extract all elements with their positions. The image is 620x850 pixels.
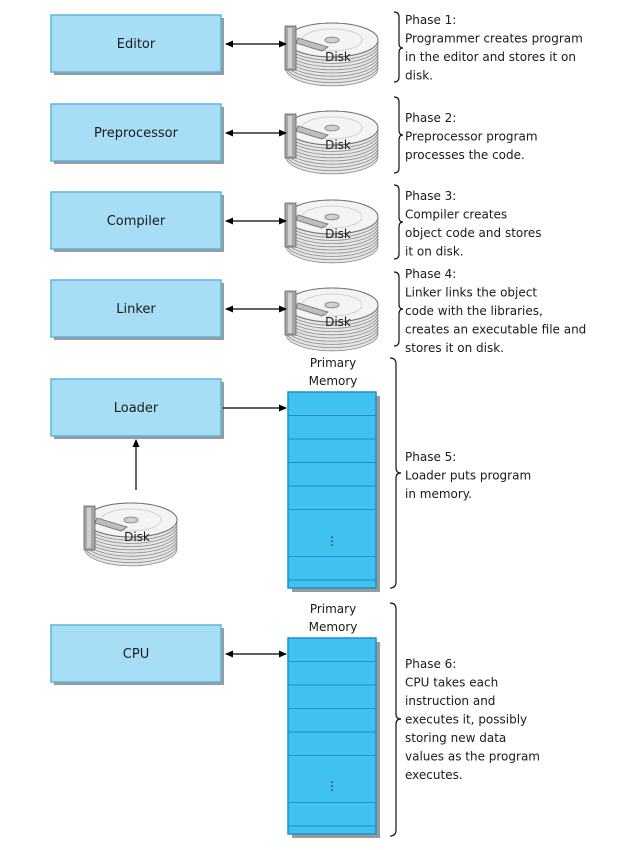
phase-line: disk.: [405, 69, 433, 83]
phase-line: Phase 5:: [405, 450, 456, 464]
editor-label: Editor: [117, 37, 156, 52]
disk-label: Disk: [124, 530, 150, 544]
phase-5-brace: [389, 357, 402, 589]
memory-label-line2: Memory: [309, 374, 358, 388]
primary-memory: Primary Memory ⋮: [287, 356, 380, 592]
disk-label: Disk: [325, 315, 351, 329]
phase-3-brace: [393, 184, 404, 260]
compiler-box: Compiler: [50, 191, 224, 252]
disk-icon: Disk: [284, 199, 379, 264]
phase-line: Preprocessor program: [405, 130, 538, 144]
loader-label: Loader: [114, 401, 159, 416]
phase-line: instruction and: [405, 694, 495, 708]
compiler-label: Compiler: [107, 214, 166, 229]
phase-line: values as the program: [405, 750, 540, 764]
phase-line: executes.: [405, 768, 463, 782]
phase-1-description: Phase 1: Programmer creates program in the…: [405, 13, 583, 83]
preprocessor-label: Preprocessor: [94, 126, 179, 141]
loader-box: Loader: [50, 378, 224, 439]
phase-line: creates an executable file and: [405, 323, 586, 337]
phase-1-brace: [393, 11, 404, 83]
phase-line: Phase 2:: [405, 111, 456, 125]
cpu-label: CPU: [123, 647, 149, 662]
phase-line: Phase 3:: [405, 189, 456, 203]
phase-line: Linker links the object: [405, 286, 537, 300]
linker-box: Linker: [50, 279, 224, 340]
disk-icon: Disk: [284, 110, 379, 175]
memory-ellipsis: ⋮: [326, 534, 338, 548]
phase-line: CPU takes each: [405, 676, 498, 690]
phase-6-brace: [389, 602, 402, 837]
phase-line: in memory.: [405, 487, 472, 501]
phase-line: storing new data: [405, 731, 506, 745]
disk-label: Disk: [325, 50, 351, 64]
memory-label-line1: Primary: [310, 356, 356, 370]
phase-line: executes it, possibly: [405, 713, 527, 727]
editor-box: Editor: [50, 14, 224, 75]
phase-line: Loader puts program: [405, 469, 531, 483]
phase-line: object code and stores: [405, 226, 542, 240]
cpu-box: CPU: [50, 624, 224, 685]
disk-label: Disk: [325, 138, 351, 152]
phase-2-brace: [393, 96, 404, 174]
memory-ellipsis: ⋮: [326, 779, 338, 793]
phase-line: in the editor and stores it on: [405, 50, 576, 64]
disk-label: Disk: [325, 227, 351, 241]
memory-label-line2: Memory: [309, 620, 358, 634]
preprocessor-box: Preprocessor: [50, 103, 224, 164]
phase-line: Programmer creates program: [405, 32, 583, 46]
memory-label-line1: Primary: [310, 602, 356, 616]
primary-memory: Primary Memory ⋮: [287, 602, 380, 838]
phase-line: it on disk.: [405, 245, 464, 259]
phase-line: Compiler creates: [405, 208, 507, 222]
phase-line: processes the code.: [405, 148, 525, 162]
disk-icon: Disk: [284, 287, 379, 352]
phase-3-description: Phase 3: Compiler creates object code and …: [405, 189, 542, 259]
disk-icon: Disk: [284, 22, 379, 87]
phase-5-description: Phase 5: Loader puts program in memory.: [405, 450, 531, 501]
phase-2-description: Phase 2: Preprocessor program processes th…: [405, 111, 538, 162]
phase-6-description: Phase 6: CPU takes each instruction and exe…: [405, 657, 540, 782]
phase-line: code with the libraries,: [405, 304, 543, 318]
phase-line: Phase 6:: [405, 657, 456, 671]
phase-line: stores it on disk.: [405, 341, 504, 355]
linker-label: Linker: [116, 302, 156, 317]
disk-icon: Disk: [83, 502, 178, 567]
phase-line: Phase 4:: [405, 267, 456, 281]
phase-4-description: Phase 4: Linker links the object code with…: [405, 267, 586, 355]
phase-line: Phase 1:: [405, 13, 456, 27]
phase-4-brace: [393, 271, 404, 347]
